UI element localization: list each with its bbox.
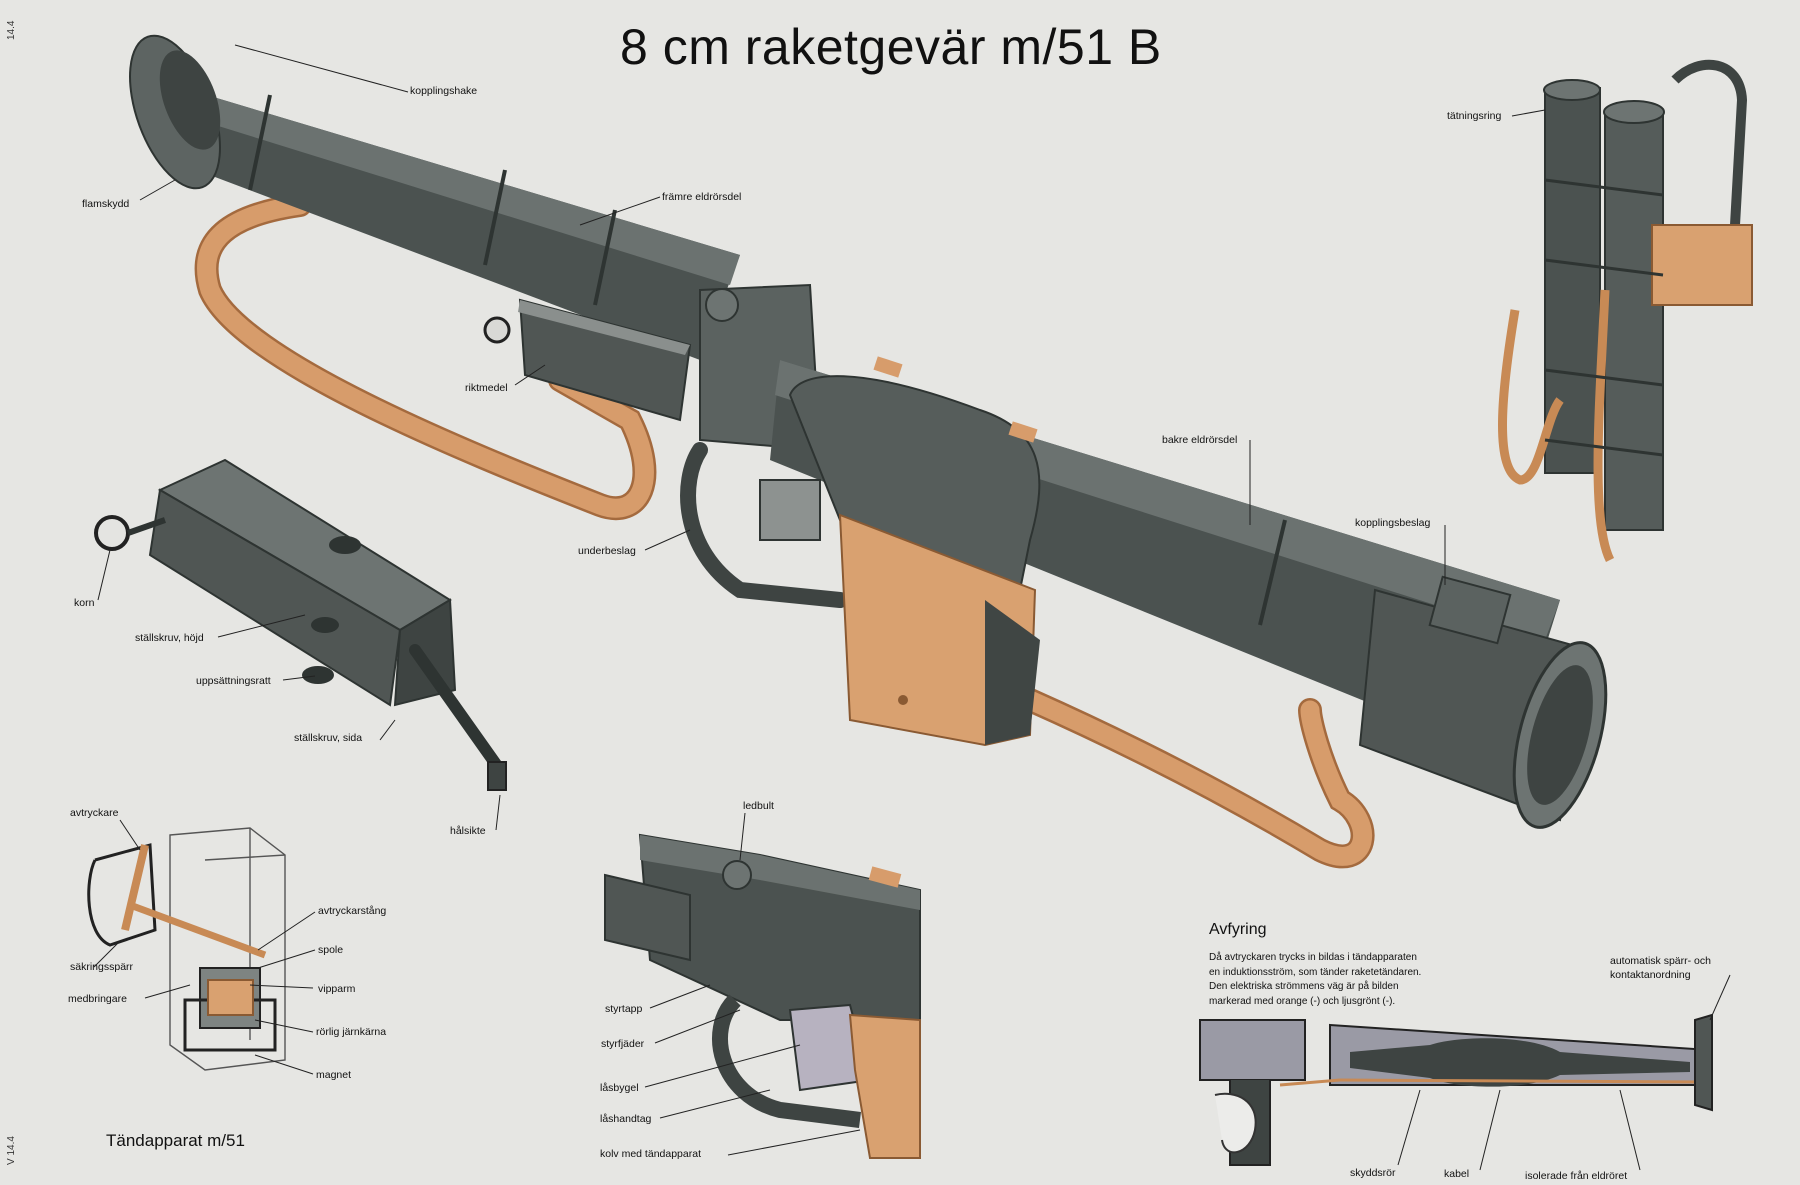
label-styrtapp: styrtapp: [605, 1003, 643, 1015]
ignition-device-drawing: [87, 827, 286, 1071]
label-automatisk-sparr: automatisk spärr- och: [1610, 955, 1711, 967]
shoulder-housing: [788, 375, 1041, 592]
label-spole: spole: [318, 944, 344, 956]
trigger-guard: [680, 442, 848, 608]
label-sakringsspärr: säkringsspärr: [70, 961, 134, 973]
label-medbringare: medbringare: [68, 993, 127, 1005]
main-launcher-drawing: [129, 34, 1608, 869]
label-halsikte: hålsikte: [450, 825, 486, 837]
label-flamskydd: flamskydd: [82, 198, 130, 210]
page-title: 8 cm raketgevär m/51 B: [620, 19, 1162, 75]
label-korn: korn: [74, 597, 95, 609]
firing-description: Då avtryckaren trycks in bildas i tändap…: [1209, 951, 1509, 1009]
label-vipparm: vipparm: [318, 983, 356, 995]
label-uppsattningsratt: uppsättningsratt: [196, 675, 271, 687]
sight-detail-drawing: [94, 458, 507, 791]
label-skyddsror: skyddsrör: [1350, 1167, 1396, 1179]
label-ledbult: ledbult: [743, 800, 774, 812]
folded-launcher-drawing: [1498, 59, 1753, 563]
label-lashandtag: låshandtag: [600, 1113, 652, 1125]
breech-detail-drawing: [604, 833, 921, 1159]
firing-line-1: Då avtryckaren trycks in bildas i tändap…: [1209, 952, 1417, 963]
firing-line-2: en induktionsström, som tänder raketetän…: [1209, 966, 1422, 978]
margin-code-top: 14.4: [6, 20, 17, 40]
ignition-device-title: Tändapparat m/51: [106, 1131, 245, 1150]
label-kontaktanordning: kontaktanordning: [1610, 969, 1691, 981]
label-kopplingsbeslag: kopplingsbeslag: [1355, 517, 1431, 529]
label-underbeslag: underbeslag: [578, 545, 636, 557]
label-stallskruv-hojd: ställskruv, höjd: [135, 632, 204, 644]
label-framre-eldrorsdel: främre eldrörsdel: [662, 191, 742, 203]
label-magnet: magnet: [316, 1069, 352, 1081]
firing-line-3: Den elektriska strömmens väg är på bilde…: [1209, 981, 1399, 992]
leader-lines: [93, 44, 1731, 1171]
label-bakre-eldrorsdel: bakre eldrörsdel: [1162, 434, 1238, 446]
label-stallskruv-sida: ställskruv, sida: [294, 732, 363, 744]
label-kopplingshake: kopplingshake: [410, 85, 478, 97]
label-rorlig-jarnkarna: rörlig järnkärna: [316, 1026, 387, 1038]
label-kabel: kabel: [1444, 1168, 1470, 1180]
firing-circuit-drawing: [1199, 1013, 1713, 1166]
label-avtryckarstang: avtryckarstång: [318, 905, 387, 917]
margin-code-bottom: V 14.4: [6, 1136, 17, 1165]
label-kolv-med-tandapparat: kolv med tändapparat: [600, 1148, 701, 1160]
label-lasbygel: låsbygel: [600, 1082, 639, 1094]
label-riktmedel: riktmedel: [465, 382, 508, 394]
label-tatningsring: tätningsring: [1447, 110, 1502, 122]
label-styrfjader: styrfjäder: [601, 1038, 645, 1050]
label-avtryckare: avtryckare: [70, 807, 119, 819]
firing-line-4: markerad med orange (-) och ljusgrönt (-…: [1209, 995, 1396, 1007]
firing-heading: Avfyring: [1209, 921, 1267, 938]
label-isolerade-fran-eldroret: isolerade från eldröret: [1525, 1170, 1628, 1182]
